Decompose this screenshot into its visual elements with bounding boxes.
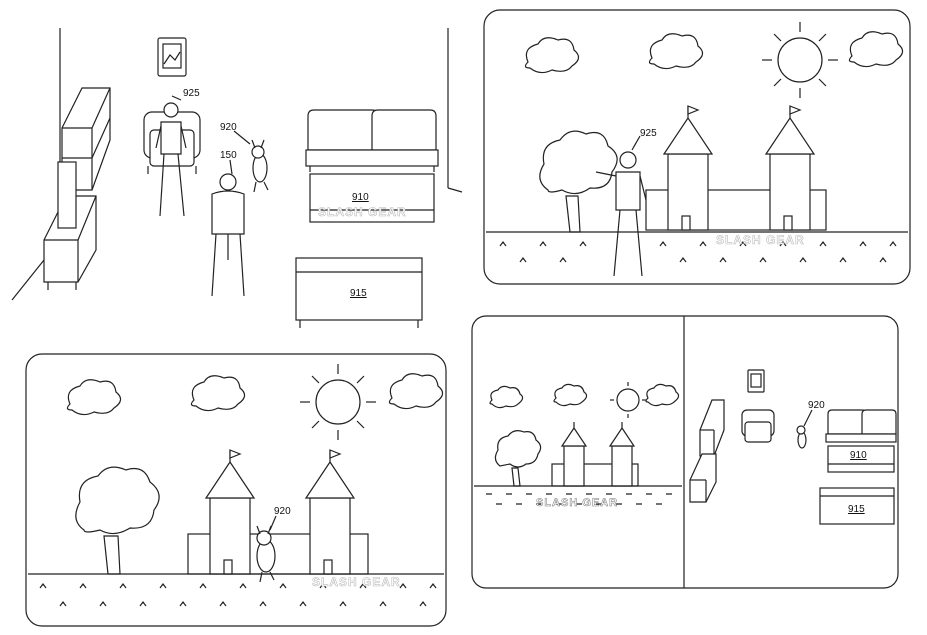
table-915: [295, 257, 423, 328]
dog-figure-920: [796, 409, 813, 449]
sun-icon: [610, 382, 646, 418]
ground-grass: [499, 241, 897, 263]
sofa: [825, 409, 897, 443]
label-table-915: 915: [350, 288, 367, 299]
sun-icon: [762, 22, 838, 98]
cloud-icon: [524, 37, 580, 74]
shelf-unit: [699, 399, 725, 457]
panel-virtual-dog: 920 SLASH GEAR: [25, 353, 447, 627]
ground-grass: [39, 583, 437, 607]
room-scene: 925 920 150: [11, 28, 463, 328]
castle-icon: [187, 449, 369, 575]
watermark-4: SLASH GEAR: [536, 497, 618, 509]
tree-icon: [75, 466, 160, 575]
cloud-icon: [388, 373, 444, 410]
watermark-1: SLASH GEAR: [318, 205, 407, 219]
label-table-910: 910: [352, 192, 369, 203]
armchair: [741, 409, 775, 443]
panel-split-view: SLASH GEAR 920: [471, 315, 899, 589]
picture-frame-icon: [157, 37, 187, 77]
cloud-icon: [648, 33, 704, 70]
tv-stand: [689, 453, 717, 503]
tree-icon: [494, 430, 542, 487]
person-headset-figure: [211, 159, 245, 297]
cloud-icon: [190, 375, 246, 412]
label-dog-920-virtual: 920: [274, 506, 291, 517]
label-table-910-split: 910: [850, 450, 867, 461]
user-figure-925: [595, 135, 647, 277]
castle-icon: [551, 422, 639, 487]
label-user-925-virtual: 925: [640, 128, 657, 139]
picture-frame-icon: [747, 369, 765, 393]
label-dog-920-split: 920: [808, 400, 825, 411]
label-dog-920: 920: [220, 122, 237, 133]
cloud-icon: [66, 379, 122, 416]
cloud-icon: [848, 31, 904, 68]
label-headset-150: 150: [220, 150, 237, 161]
ground-grass: [486, 493, 672, 505]
tv-stand: [43, 161, 97, 290]
user-figure-925: [155, 95, 187, 217]
watermark-3: SLASH GEAR: [312, 575, 401, 589]
dog-figure-920: [256, 515, 277, 583]
table-915: [819, 487, 895, 525]
label-table-915-split: 915: [848, 504, 865, 515]
table-910: SLASH GEAR: [309, 173, 435, 223]
watermark-2: SLASH GEAR: [716, 233, 805, 247]
sun-icon: [300, 364, 376, 440]
cloud-icon: [553, 383, 588, 407]
cloud-icon: [489, 385, 524, 409]
tree-icon: [539, 130, 618, 233]
table-910: [827, 445, 895, 473]
panel-virtual-user: 925 SLASH GEAR: [483, 9, 911, 285]
castle-icon: [645, 105, 827, 231]
label-user-925: 925: [183, 88, 200, 99]
sofa: [305, 109, 439, 172]
cloud-icon: [645, 383, 680, 407]
dog-figure-920: [233, 130, 269, 193]
